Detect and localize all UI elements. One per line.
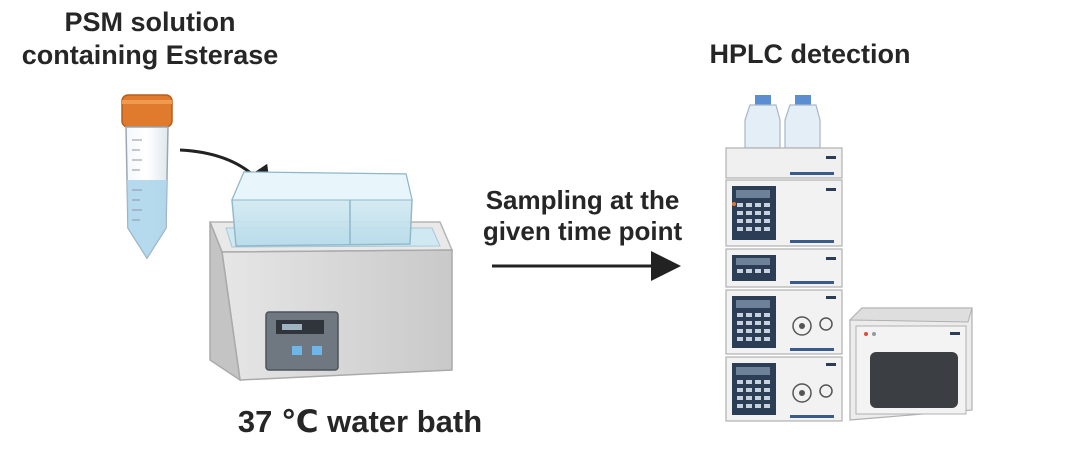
- sample-label: PSM solution containing Esterase: [0, 6, 300, 72]
- sampling-label-line1: Sampling at the: [485, 185, 680, 215]
- solvent-bottle-icon: [744, 95, 781, 149]
- solvent-bottle-icon: [784, 95, 821, 149]
- water-bath-icon: [208, 171, 454, 382]
- centrifuge-tube-icon: [121, 94, 173, 260]
- sample-label-line1: PSM solution: [64, 7, 236, 37]
- autosampler-oven-icon: [848, 307, 973, 421]
- pump-module-icon: [725, 179, 843, 247]
- sampling-label: Sampling at the given time point: [455, 185, 710, 247]
- bath-lid-icon: [231, 171, 413, 247]
- detection-label: HPLC detection: [709, 39, 911, 69]
- injector-module-icon: [725, 356, 843, 422]
- sampling-label-line2: given time point: [482, 216, 683, 246]
- injector-module-icon: [725, 289, 843, 355]
- bath-control-panel-icon: [265, 311, 339, 371]
- hplc-system-icon: [725, 95, 973, 422]
- detector-module-icon: [725, 248, 843, 288]
- bath-label: 37 ℃ water bath: [237, 404, 483, 439]
- sample-label-line2: containing Esterase: [21, 40, 279, 70]
